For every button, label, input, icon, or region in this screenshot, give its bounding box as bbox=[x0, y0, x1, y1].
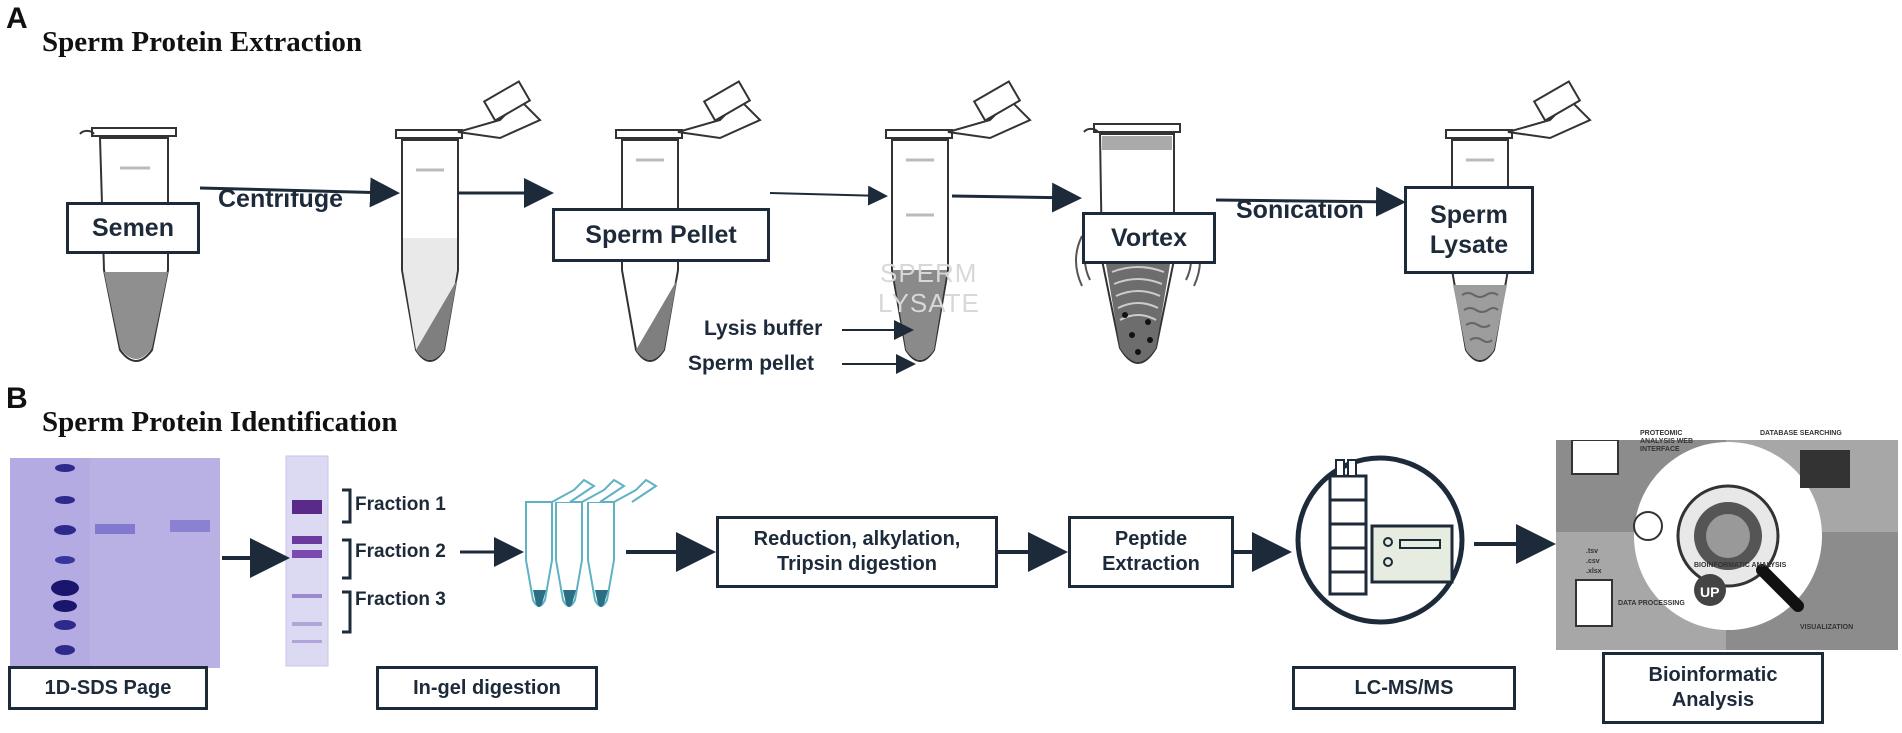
semen-label: Semen bbox=[92, 213, 174, 242]
proteomic-tiny-label: PROTEOMIC ANALYSIS WEB INTERFACE bbox=[1640, 430, 1694, 453]
in-gel-box: In-gel digestion bbox=[376, 666, 598, 710]
file-type-csv: .csv bbox=[1586, 558, 1600, 565]
file-type-tsv: .tsv bbox=[1586, 548, 1599, 555]
small-tubes-icon bbox=[525, 478, 658, 607]
peptide-line2: Extraction bbox=[1102, 553, 1200, 575]
sds-gel-image-icon bbox=[10, 458, 220, 668]
database-tiny-label: DATABASE SEARCHING bbox=[1760, 430, 1842, 437]
sperm-lysate-label: Sperm Lysate bbox=[1429, 201, 1509, 259]
sds-page-box: 1D-SDS Page bbox=[8, 666, 208, 710]
bioinfo-line2: Analysis bbox=[1671, 689, 1755, 711]
sperm-pellet-small-label: Sperm pellet bbox=[688, 352, 815, 375]
watermark-line1: SPERM bbox=[880, 258, 978, 288]
bioinfo-line1: Bioinformatic bbox=[1648, 664, 1778, 686]
bioinfo-box: Bioinformatic Analysis bbox=[1602, 652, 1824, 724]
panel-a-title: Sperm Protein Extraction bbox=[42, 26, 363, 58]
panel-b-title: Sperm Protein Identification bbox=[42, 406, 398, 438]
in-gel-label: In-gel digestion bbox=[413, 676, 561, 699]
reduction-line1: Reduction, alkylation, bbox=[753, 528, 961, 550]
up-logo: UP bbox=[1700, 584, 1720, 600]
panel-b-graphics bbox=[10, 440, 1898, 668]
panel-b-letter: B bbox=[6, 382, 28, 415]
lysis-buffer-label: Lysis buffer bbox=[704, 317, 823, 340]
fraction-3-label: Fraction 3 bbox=[355, 589, 446, 610]
vortex-label: Vortex bbox=[1111, 223, 1187, 252]
sonication-label: Sonication bbox=[1236, 196, 1364, 224]
sperm-lysate-box: Sperm Lysate bbox=[1404, 186, 1534, 274]
tube-semen-icon bbox=[79, 127, 177, 362]
lcms-box: LC-MS/MS bbox=[1292, 666, 1516, 710]
peptide-line1: Peptide bbox=[1114, 528, 1188, 550]
sperm-pellet-box: Sperm Pellet bbox=[552, 208, 770, 262]
panel-a-graphics bbox=[79, 80, 1592, 374]
watermark-line2: LYSATE bbox=[878, 288, 980, 318]
sds-page-label: 1D-SDS Page bbox=[44, 676, 172, 699]
reduction-box: Reduction, alkylation, Tripsin digestion bbox=[716, 516, 998, 588]
tube-lysis-icon bbox=[885, 80, 1032, 362]
fraction-2-label: Fraction 2 bbox=[355, 541, 446, 562]
reduction-line2: Tripsin digestion bbox=[776, 553, 937, 575]
center-tiny-label: BIOINFORMATIC ANALYSIS bbox=[1694, 562, 1787, 569]
bioinfo-panel-image bbox=[1556, 440, 1898, 650]
peptide-box: Peptide Extraction bbox=[1068, 516, 1234, 588]
fraction-1-label: Fraction 1 bbox=[355, 494, 446, 515]
centrifuge-label: Centrifuge bbox=[218, 185, 343, 213]
data-processing-tiny-label: DATA PROCESSING bbox=[1618, 600, 1685, 607]
gel-strip-icon bbox=[285, 455, 352, 667]
lcms-label: LC-MS/MS bbox=[1354, 676, 1454, 699]
sperm-pellet-label: Sperm Pellet bbox=[585, 220, 737, 249]
file-type-xlsx: .xlsx bbox=[1586, 568, 1602, 575]
semen-box: Semen bbox=[66, 202, 200, 254]
tube-centrifuged-icon bbox=[395, 80, 542, 362]
lcms-instrument-icon bbox=[1295, 455, 1465, 625]
panel-a-letter: A bbox=[6, 2, 28, 35]
tube-pellet-icon bbox=[615, 80, 762, 362]
visualization-tiny-label: VISUALIZATION bbox=[1800, 624, 1854, 631]
vortex-box: Vortex bbox=[1082, 212, 1216, 264]
